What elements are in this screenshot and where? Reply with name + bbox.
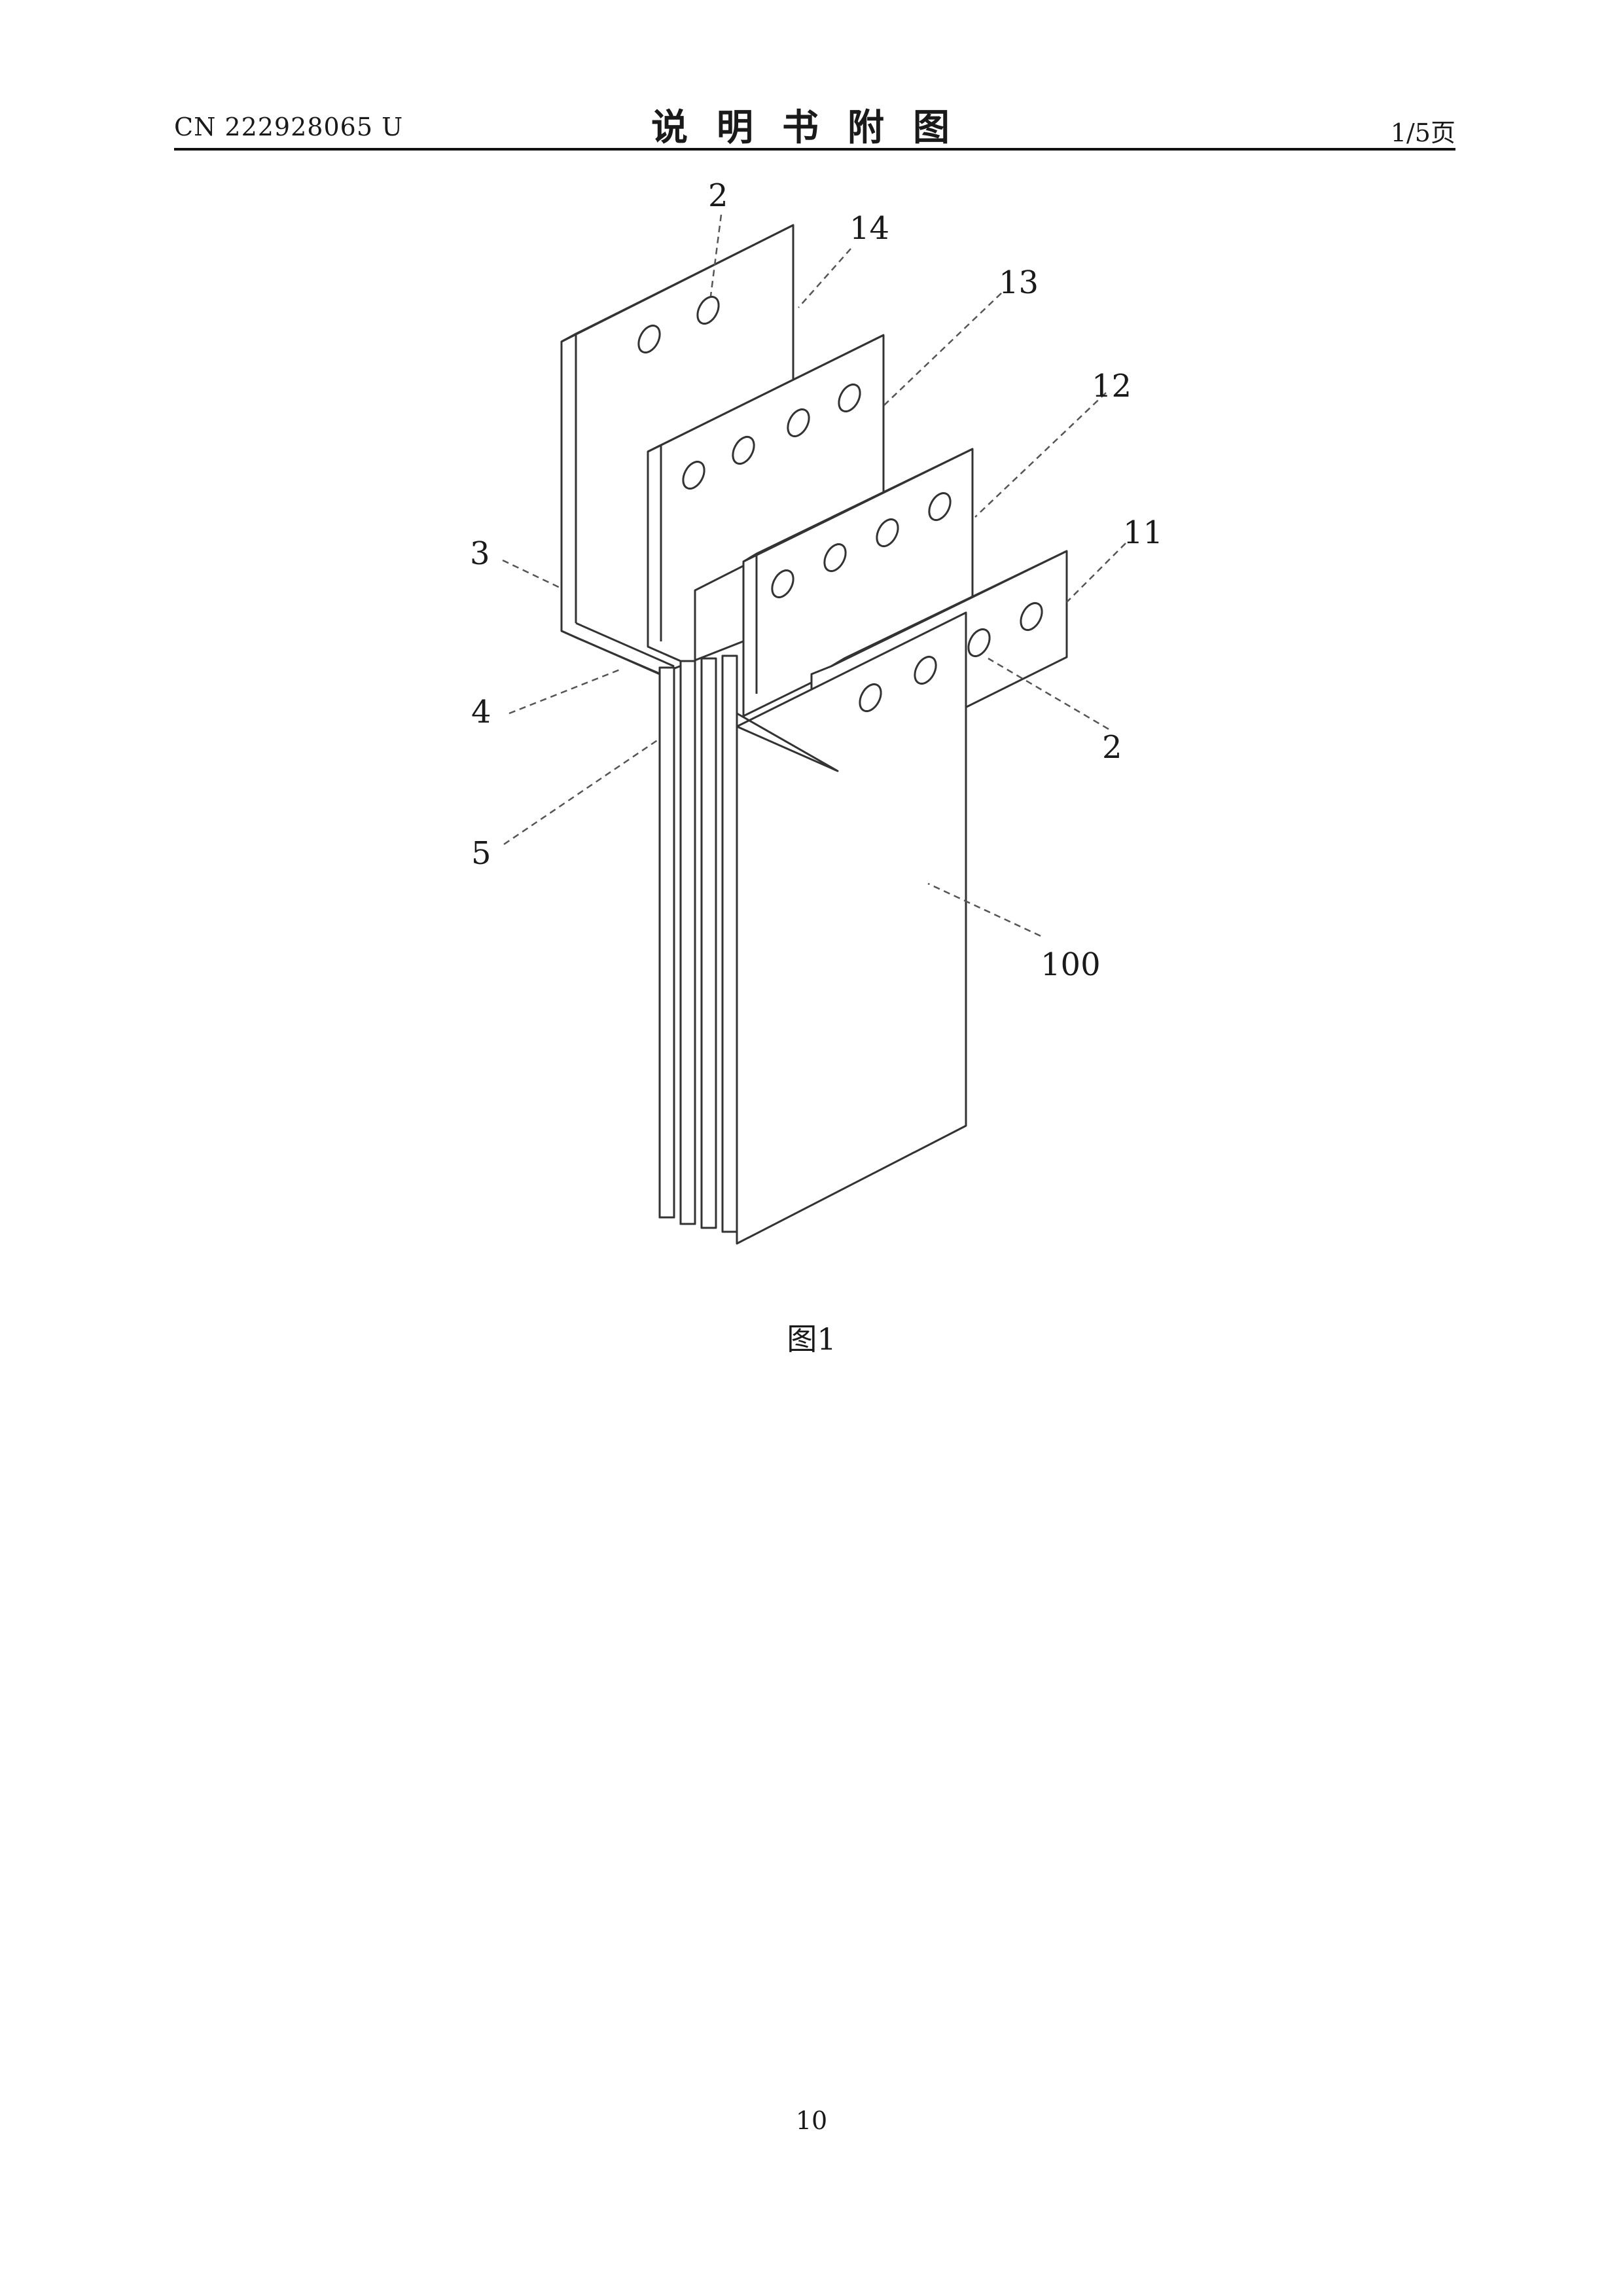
reference-numeral-11: 11 [1123,514,1163,551]
reference-numeral-2-top: 2 [708,177,728,214]
page-number: 10 [0,2106,1623,2135]
reference-numeral-14: 14 [849,210,889,247]
lamination-strip-1 [660,668,674,1217]
main-body-100 [737,613,966,1244]
reference-numeral-2-bottom: 2 [1102,729,1122,766]
reference-numeral-13: 13 [999,264,1039,301]
reference-numeral-100: 100 [1041,946,1101,983]
lamination-strip-3 [702,658,716,1228]
lamination-strip-2 [681,661,695,1224]
reference-numeral-12: 12 [1092,368,1132,404]
reference-numeral-3: 3 [470,535,490,572]
patent-figure-drawing: 2 14 13 12 11 3 4 5 2 100 [0,0,1623,1309]
lamination-strip-4 [722,656,737,1232]
reference-numeral-5: 5 [471,835,491,872]
figure-caption: 图1 [0,1316,1623,1359]
reference-numeral-4: 4 [471,694,491,730]
